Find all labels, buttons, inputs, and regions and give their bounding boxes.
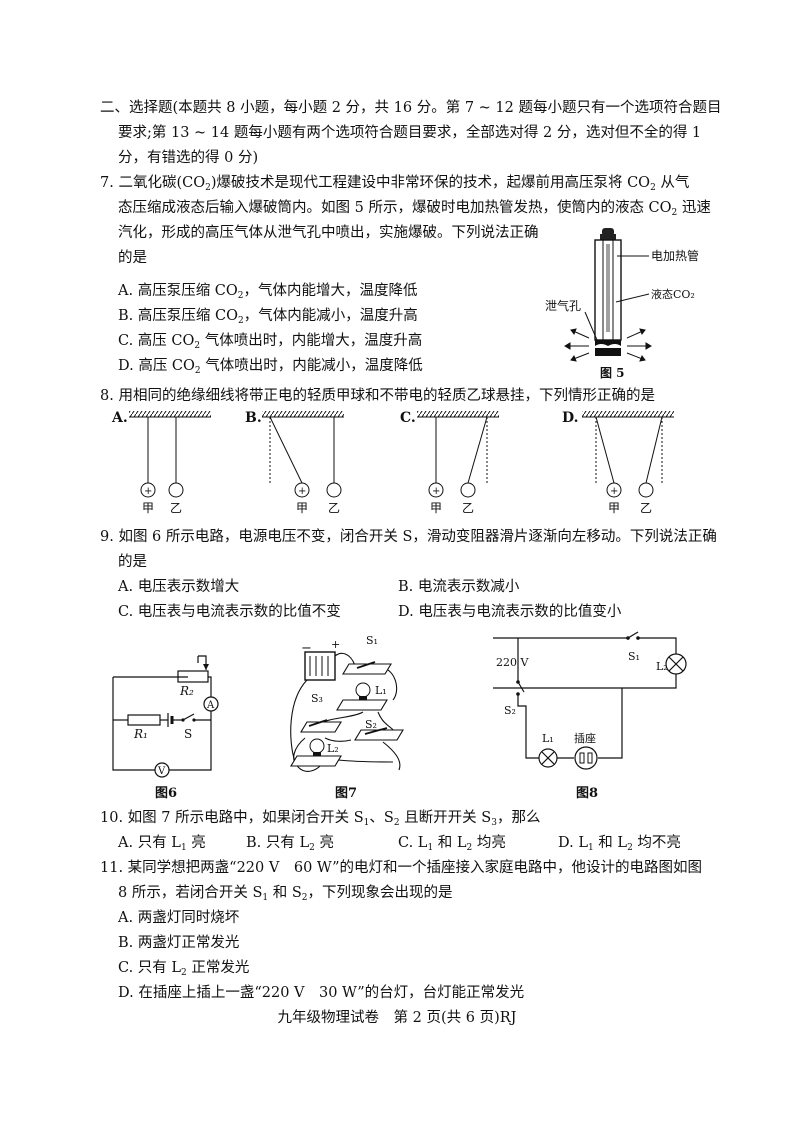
q8-option-a-label: A. (111, 410, 128, 426)
q8-options-diagrams: A. + 甲 乙 B. + 甲 乙 C. + 甲 乙 D. + 甲 乙 (111, 410, 674, 515)
figure-7-circuit: − + S₁ S₃ L₁ S₂ L₂ 图7 (290, 634, 404, 801)
svg-text:+: + (610, 486, 618, 497)
q11-option-a: A. 两盏灯同时烧坏 (118, 910, 240, 926)
svg-text:甲: 甲 (296, 501, 308, 515)
fig8-caption: 图8 (576, 786, 598, 801)
svg-text:甲: 甲 (608, 501, 620, 515)
q11-option-c: C. 只有 L2 正常发光 (118, 960, 250, 978)
svg-text:甲: 甲 (142, 501, 154, 515)
figure-5-blasting-tube: 电加热管 泄气孔 液态CO₂ 图 5 (545, 228, 699, 380)
q11-stem-line-1: 11. 某同学想把两盏“220 V 60 W”的电灯和一个插座接入家庭电路中，他… (100, 860, 702, 876)
fig8-label-s2: S₂ (504, 704, 516, 717)
q8-option-c-label: C. (400, 410, 416, 426)
q7-option-c: C. 高压 CO2 气体喷出时，内能增大，温度升高 (118, 333, 423, 351)
fig7-label-s1: S₁ (366, 634, 378, 647)
figure-6-circuit: R₂ R₁ S A V 图6 (112, 655, 219, 801)
section-instruction-line-1: 二、选择题(本题共 8 小题，每小题 2 分，共 16 分。第 7 ~ 12 题… (100, 100, 722, 116)
fig7-label-l2: L₂ (327, 742, 339, 755)
q9-option-c: C. 电压表与电流表示数的比值不变 (118, 604, 341, 620)
q10-option-c: C. L1 和 L2 均亮 (398, 835, 506, 853)
q8-stem: 8. 用相同的绝缘细线将带正电的轻质甲球和不带电的轻质乙球悬挂，下列情形正确的是 (100, 388, 655, 404)
q9-stem-line-2: 的是 (118, 554, 147, 570)
fig7-label-l1: L₁ (375, 684, 387, 697)
q7-option-b: B. 高压泵压缩 CO2，气体内能减小，温度升高 (118, 308, 418, 326)
q10-option-d: D. L1 和 L2 均不亮 (558, 835, 681, 853)
section-instruction-line-2: 要求;第 13 ~ 14 题每小题有两个选项符合题目要求，全部选对得 2 分，选… (118, 125, 702, 141)
q8-option-b-label: B. (245, 410, 262, 426)
svg-text:乙: 乙 (328, 501, 340, 515)
fig7-caption: 图7 (335, 786, 357, 801)
svg-text:乙: 乙 (640, 501, 652, 515)
fig5-caption: 图 5 (600, 366, 625, 380)
q9-stem-line-1: 9. 如图 6 所示电路，电源电压不变，闭合开关 S，滑动变阻器滑片逐渐向左移动… (100, 529, 717, 545)
fig8-label-l1: L₁ (542, 732, 554, 745)
q9-option-b: B. 电流表示数减小 (398, 579, 520, 595)
svg-text:+: + (432, 486, 440, 497)
fig8-label-s1: S₁ (628, 650, 640, 663)
fig7-battery-plus: + (331, 638, 340, 651)
fig5-label-vent: 泄气孔 (545, 298, 581, 313)
q7-option-d: D. 高压 CO2 气体喷出时，内能减小，温度降低 (118, 358, 423, 376)
fig6-caption: 图6 (155, 786, 177, 801)
fig7-label-s3: S₃ (311, 692, 323, 705)
fig6-label-r1: R₁ (133, 727, 148, 741)
q10-stem: 10. 如图 7 所示电路中，如果闭合开关 S1、S2 且断开开关 S3，那么 (100, 810, 541, 828)
q7-stem-line-1: 7. 二氧化碳(CO2)爆破技术是现代工程建设中非常环保的技术，起爆前用高压泵将… (100, 175, 690, 193)
fig5-label-liquid: 液态CO₂ (651, 287, 695, 301)
q11-stem-line-2: 8 所示，若闭合开关 S1 和 S2，下列现象会出现的是 (118, 885, 453, 903)
svg-text:+: + (144, 486, 152, 497)
section-instruction-line-3: 分，有错选的得 0 分) (118, 150, 259, 166)
q9-option-a: A. 电压表示数增大 (118, 579, 240, 595)
q7-stem-line-4: 的是 (118, 250, 147, 266)
q10-option-a: A. 只有 L1 亮 (118, 835, 206, 853)
figure-8-circuit: 220 V S₁ L₂ S₂ L₁ 插座 图8 (493, 631, 687, 801)
fig8-label-voltage: 220 V (496, 656, 529, 669)
q11-option-b: B. 两盏灯正常发光 (118, 935, 240, 951)
fig6-voltmeter-label: V (157, 766, 166, 777)
fig6-label-s: S (184, 727, 192, 741)
svg-text:乙: 乙 (462, 501, 474, 515)
svg-text:+: + (298, 486, 306, 497)
fig6-ammeter-label: A (206, 700, 215, 711)
q7-stem-line-3: 汽化，形成的高压气体从泄气孔中喷出，实施爆破。下列说法正确 (118, 225, 539, 241)
q10-option-b: B. 只有 L2 亮 (246, 835, 334, 853)
fig6-label-r2: R₂ (179, 684, 194, 698)
svg-text:乙: 乙 (170, 501, 182, 515)
q8-option-d-label: D. (562, 410, 579, 426)
page-footer: 九年级物理试卷 第 2 页(共 6 页)RJ (277, 1010, 517, 1026)
q7-option-a: A. 高压泵压缩 CO2，气体内能增大，温度降低 (118, 283, 418, 301)
fig8-label-l2: L₂ (656, 660, 668, 673)
svg-text:甲: 甲 (430, 501, 442, 515)
fig8-label-socket: 插座 (574, 731, 596, 745)
q7-stem-line-2: 态压缩成液态后输入爆破筒内。如图 5 所示，爆破时电加热管发热，使筒内的液态 C… (118, 200, 711, 218)
fig5-label-heater: 电加热管 (651, 248, 699, 263)
fig7-battery-minus: − (301, 641, 312, 656)
q11-option-d: D. 在插座上插上一盏“220 V 30 W”的台灯，台灯能正常发光 (118, 985, 525, 1001)
q9-option-d: D. 电压表与电流表示数的比值变小 (398, 604, 622, 620)
fig7-label-s2: S₂ (365, 718, 377, 731)
